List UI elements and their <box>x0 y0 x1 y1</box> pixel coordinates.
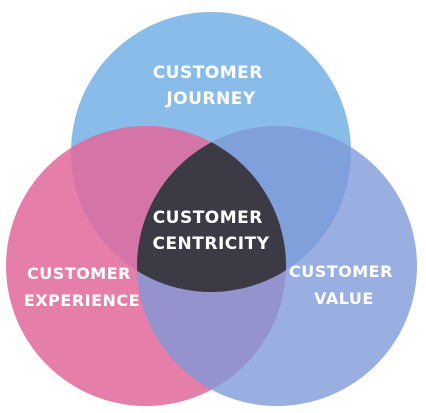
customer-journey-label: CUSTOMER JOURNEY <box>153 63 270 109</box>
journey-line1: CUSTOMER <box>153 63 263 83</box>
value-line1: CUSTOMER <box>289 262 393 281</box>
centricity-line2: CENTRICITY <box>152 234 269 254</box>
centricity-line1: CUSTOMER <box>153 208 263 228</box>
customer-experience-label: CUSTOMER EXPERIENCE <box>24 264 140 310</box>
customer-centricity-label: CUSTOMER CENTRICITY <box>152 208 269 254</box>
experience-line1: CUSTOMER <box>27 264 131 283</box>
customer-value-label: CUSTOMER VALUE <box>289 262 399 308</box>
experience-line2: EXPERIENCE <box>24 291 140 310</box>
customer-centricity-region <box>137 126 286 292</box>
journey-line2: JOURNEY <box>165 89 256 109</box>
value-line2: VALUE <box>314 289 374 308</box>
